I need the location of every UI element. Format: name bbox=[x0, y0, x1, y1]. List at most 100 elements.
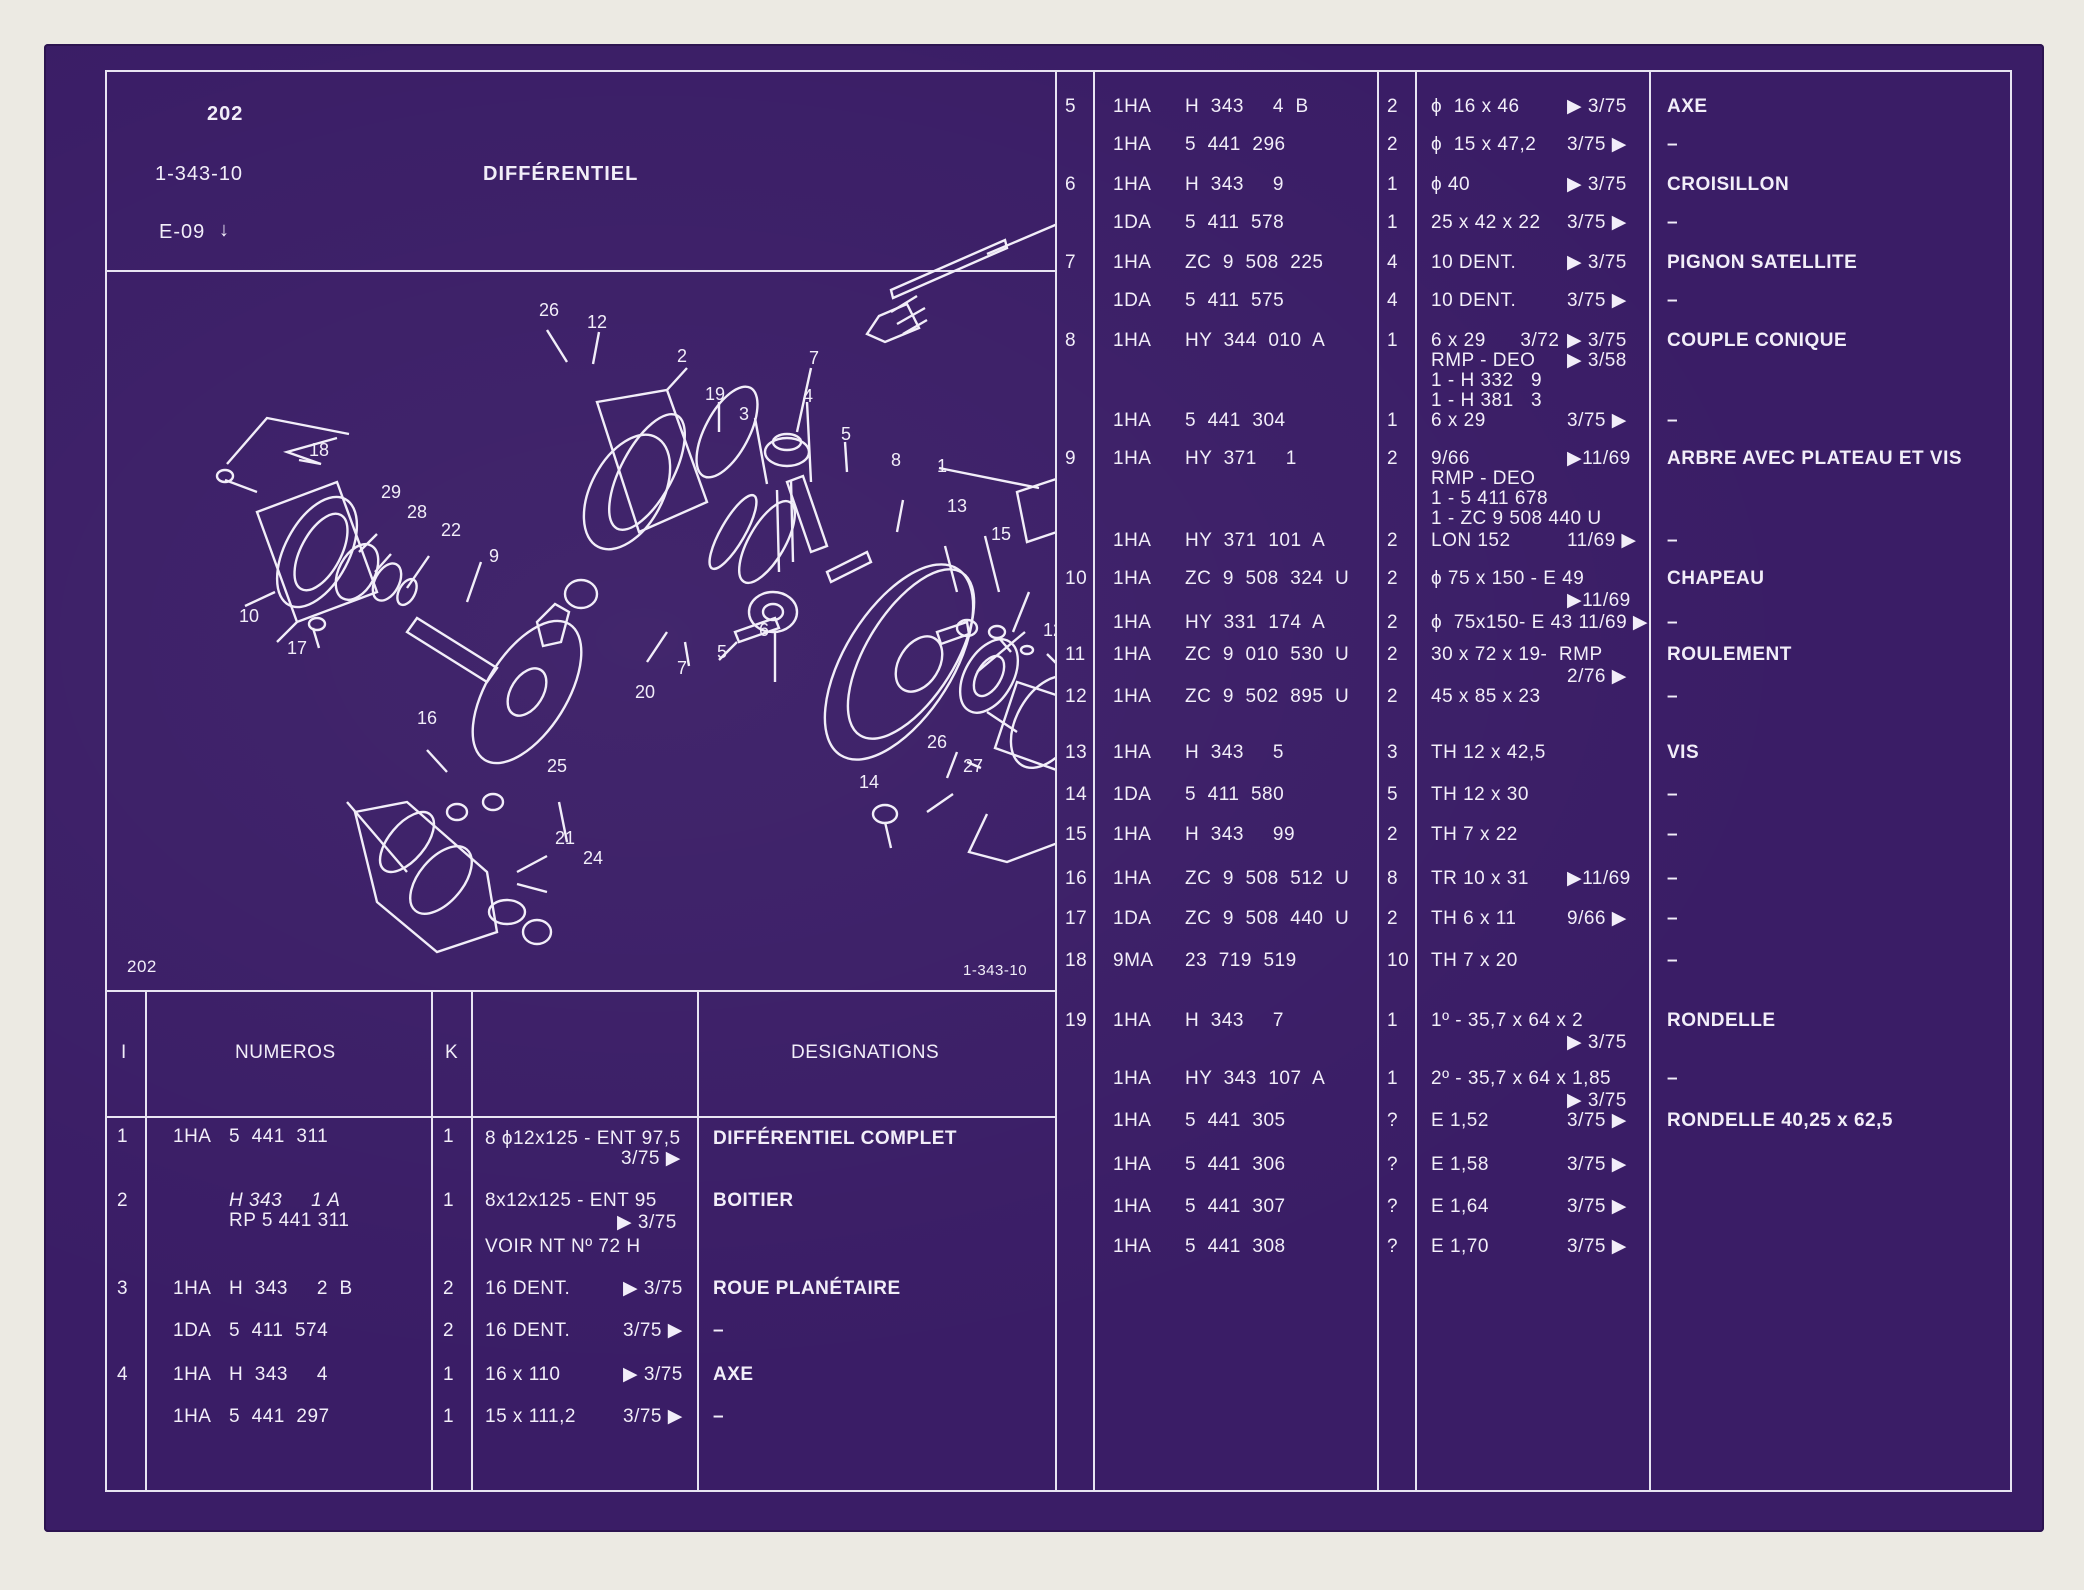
row-designation: – bbox=[713, 1406, 725, 1427]
vline-right-col4 bbox=[1649, 72, 1651, 1492]
row-qty: 1 bbox=[1387, 174, 1399, 195]
row-spec: 1º - 35,7 x 64 x 2 bbox=[1431, 1010, 1584, 1031]
row-spec-date: ▶ 3/75 bbox=[1567, 252, 1627, 273]
row-spec: 16 x 110 bbox=[485, 1364, 561, 1385]
row-qty: 2 bbox=[1387, 908, 1399, 929]
callout-7b: 7 bbox=[677, 658, 687, 678]
row-qty: 2 bbox=[1387, 568, 1399, 589]
callout-10: 10 bbox=[239, 606, 259, 626]
row-number: 5 441 307 bbox=[1185, 1196, 1286, 1217]
row-spec: 2º - 35,7 x 64 x 1,85 bbox=[1431, 1068, 1612, 1089]
row-number: 5 441 311 bbox=[229, 1126, 329, 1147]
row-code: 1DA bbox=[173, 1320, 212, 1341]
row-spec-note: RMP - DEO bbox=[1431, 468, 1536, 489]
row-index: 12 bbox=[1065, 686, 1088, 707]
row-spec: TH 6 x 11 bbox=[1431, 908, 1517, 929]
row-spec: 6 x 29 bbox=[1431, 410, 1486, 431]
row-designation: – bbox=[1667, 212, 1679, 233]
row-number: 5 441 297 bbox=[229, 1406, 330, 1427]
row-number: 23 719 519 bbox=[1185, 950, 1297, 971]
row-spec-note-2: 1 - H 332 9 bbox=[1431, 370, 1543, 391]
vline-left-col4 bbox=[697, 990, 699, 1492]
row-number: 5 441 308 bbox=[1185, 1236, 1286, 1257]
row-number: 5 441 296 bbox=[1185, 134, 1286, 155]
row-designation: RONDELLE bbox=[1667, 1010, 1776, 1031]
page-title: DIFFÉRENTIEL bbox=[483, 163, 639, 185]
callout-27: 27 bbox=[963, 756, 983, 776]
row-qty: 10 bbox=[1387, 950, 1410, 971]
row-qty: 1 bbox=[443, 1406, 455, 1427]
row-spec-date: ▶ 3/75 bbox=[1567, 174, 1627, 195]
row-qty: 1 bbox=[443, 1126, 455, 1147]
row-spec: 25 x 42 x 22 bbox=[1431, 212, 1541, 233]
row-number: 5 411 575 bbox=[1185, 290, 1285, 311]
callout-17: 17 bbox=[287, 638, 307, 658]
vline-right-col2 bbox=[1377, 72, 1379, 1492]
row-number: HY 371 101 A bbox=[1185, 530, 1326, 551]
callout-5b: 5 bbox=[717, 642, 727, 662]
row-number: ZC 9 502 895 U bbox=[1185, 686, 1350, 707]
row-spec-date: 3/75 ▶ bbox=[1567, 212, 1627, 233]
row-number: H 343 5 bbox=[1185, 742, 1284, 763]
row-spec: E 1,58 bbox=[1431, 1154, 1489, 1175]
row-code: 1HA bbox=[1113, 410, 1152, 431]
row-code: 1HA bbox=[1113, 134, 1152, 155]
row-code: 1DA bbox=[1113, 908, 1152, 929]
row-qty: 1 bbox=[1387, 212, 1399, 233]
row-designation: – bbox=[1667, 1068, 1679, 1089]
row-designation: – bbox=[1667, 612, 1679, 633]
row-code: 1HA bbox=[1113, 868, 1152, 889]
vline-left-col3 bbox=[471, 990, 473, 1492]
row-index: 13 bbox=[1065, 742, 1088, 763]
row-qty: 2 bbox=[1387, 644, 1399, 665]
row-designation: – bbox=[1667, 784, 1679, 805]
row-qty: 1 bbox=[1387, 410, 1399, 431]
row-number: H 343 2 B bbox=[229, 1278, 353, 1299]
row-code: 1DA bbox=[1113, 290, 1152, 311]
row-designation: – bbox=[1667, 290, 1679, 311]
row-index: 18 bbox=[1065, 950, 1088, 971]
row-spec: 45 x 85 x 23 bbox=[1431, 686, 1541, 707]
callout-15: 15 bbox=[991, 524, 1011, 544]
row-code: 1HA bbox=[173, 1126, 212, 1147]
row-index: 5 bbox=[1065, 96, 1077, 117]
row-designation: CROISILLON bbox=[1667, 174, 1790, 195]
row-qty: 2 bbox=[1387, 824, 1399, 845]
row-index: 2 bbox=[117, 1190, 129, 1211]
row-spec-date: 3/75 ▶ bbox=[1567, 290, 1627, 311]
row-number: ZC 9 010 530 U bbox=[1185, 644, 1350, 665]
row-code: 1HA bbox=[1113, 568, 1152, 589]
row-number: H 343 1 A bbox=[229, 1190, 341, 1211]
row-spec-date: ▶ 3/75 bbox=[623, 1364, 683, 1385]
col-header-designations: DESIGNATIONS bbox=[791, 1042, 940, 1063]
callout-24: 24 bbox=[583, 848, 603, 868]
row-number: HY 343 107 A bbox=[1185, 1068, 1326, 1089]
row-code: 1HA bbox=[1113, 530, 1152, 551]
row-qty: 3 bbox=[1387, 742, 1399, 763]
row-designation: AXE bbox=[713, 1364, 754, 1385]
row-index: 4 bbox=[117, 1364, 129, 1385]
row-number: H 343 9 bbox=[1185, 174, 1284, 195]
row-code: 1HA bbox=[1113, 742, 1152, 763]
row-spec: 8 ϕ12x125 - ENT 97,5 bbox=[485, 1128, 681, 1149]
row-index: 6 bbox=[1065, 174, 1077, 195]
row-index: 16 bbox=[1065, 868, 1088, 889]
vline-left-col1 bbox=[145, 990, 147, 1492]
row-index: 15 bbox=[1065, 824, 1088, 845]
vline-right-col3 bbox=[1415, 72, 1417, 1492]
callout-14: 14 bbox=[859, 772, 879, 792]
row-qty: 2 bbox=[1387, 686, 1399, 707]
row-code: 1HA bbox=[1113, 1110, 1152, 1131]
row-index: 10 bbox=[1065, 568, 1088, 589]
row-spec-date: 9/66 ▶ bbox=[1567, 908, 1627, 929]
row-designation: – bbox=[1667, 530, 1679, 551]
callout-19: 19 bbox=[705, 384, 725, 404]
row-number: 5 411 574 bbox=[229, 1320, 329, 1341]
hline-diagram-bottom bbox=[107, 990, 1055, 992]
row-qty: 8 bbox=[1387, 868, 1399, 889]
row-spec-date: ▶ 3/75 bbox=[617, 1212, 677, 1233]
row-spec: ϕ 15 x 47,2 bbox=[1431, 134, 1537, 155]
row-designation: – bbox=[1667, 950, 1679, 971]
row-spec-date: 3/75 ▶ bbox=[1567, 1154, 1627, 1175]
row-spec: TH 7 x 20 bbox=[1431, 950, 1518, 971]
